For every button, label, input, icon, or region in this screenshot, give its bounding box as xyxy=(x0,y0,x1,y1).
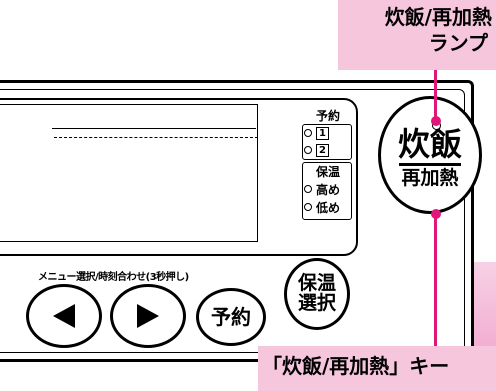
keepwarm-low-label: 低め xyxy=(316,200,341,215)
reserve-button-label: 予約 xyxy=(211,304,251,329)
keepwarm-indicator-label: 保温 xyxy=(315,165,340,179)
reserve-1-indicator: 1 xyxy=(304,126,329,140)
reserve-indicator-label: 予約 xyxy=(315,109,340,123)
lamp-callout-line2: ランプ xyxy=(428,31,488,55)
lcd-display xyxy=(0,104,258,242)
reserve-2-number: 2 xyxy=(316,143,329,157)
reserve-2-led-icon xyxy=(304,146,312,154)
cook-button-sub-label: 再加熱 xyxy=(401,167,459,189)
key-callout: 「炊飯/再加熱」キー xyxy=(258,346,496,391)
keepwarm-high-indicator: 高め xyxy=(304,182,341,197)
reserve-button[interactable]: 予約 xyxy=(196,288,266,346)
keepwarm-select-label: 保温 選択 xyxy=(297,272,336,314)
keepwarm-high-led-icon xyxy=(304,185,312,193)
menu-right-button[interactable] xyxy=(110,284,186,348)
cook-reheat-button[interactable]: 炊飯 再加熱 xyxy=(378,96,482,214)
keepwarm-select-line2: 選択 xyxy=(297,292,336,314)
keepwarm-high-label: 高め xyxy=(316,182,341,197)
lamp-callout: 炊飯/再加熱 ランプ xyxy=(338,0,496,70)
lamp-lead-line xyxy=(434,70,437,120)
lamp-lead-dot xyxy=(431,116,441,126)
right-triangle-icon xyxy=(137,304,159,328)
keepwarm-low-indicator: 低め xyxy=(304,200,341,215)
control-panel-inner-border xyxy=(0,89,465,353)
key-lead-line xyxy=(434,214,437,346)
keepwarm-select-button[interactable]: 保温 選択 xyxy=(284,258,350,330)
lamp-callout-line1: 炊飯/再加熱 xyxy=(384,5,492,29)
keepwarm-indicator-box xyxy=(302,162,352,220)
reserve-2-indicator: 2 xyxy=(304,143,329,157)
display-segment-dashes xyxy=(54,137,258,138)
display-segment-line xyxy=(52,128,256,129)
reserve-1-led-icon xyxy=(304,129,312,137)
keepwarm-select-line1: 保温 xyxy=(297,272,336,295)
indicator-panel: 予約 1 2 保温 高め 低め xyxy=(298,109,354,248)
keepwarm-low-led-icon xyxy=(304,203,312,211)
reserve-1-number: 1 xyxy=(316,126,329,140)
cook-button-main-label: 炊飯 xyxy=(397,125,462,163)
menu-left-button[interactable] xyxy=(26,284,102,348)
key-lead-dot xyxy=(431,209,441,219)
cook-button-divider xyxy=(399,163,461,166)
reserve-indicator-box xyxy=(302,124,352,160)
left-triangle-icon xyxy=(53,304,75,328)
menu-select-label: メニュー選択/時刻合わせ(3秒押し) xyxy=(38,272,189,283)
